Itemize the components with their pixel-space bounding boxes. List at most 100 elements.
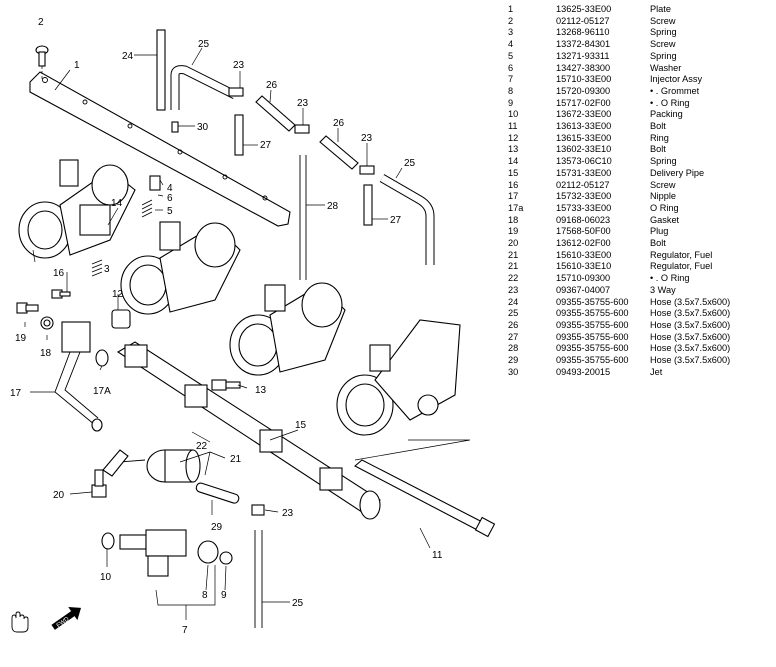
part-description: Plate <box>650 4 671 14</box>
part-number: 15731-33E00 <box>556 167 612 178</box>
spring-3 <box>91 259 103 277</box>
part-ref: 21 <box>508 261 519 272</box>
callout-16: 16 <box>53 268 65 279</box>
part-description: Bolt <box>650 238 666 249</box>
part-number: 15717-02F00 <box>556 97 611 108</box>
part-number: 09367-04007 <box>556 284 611 295</box>
part-number: 15710-09300 <box>556 273 611 284</box>
part-ref: 28 <box>508 343 519 354</box>
hose-26-a <box>255 95 296 132</box>
part-ref: 29 <box>508 355 519 366</box>
part-description: • . Grommet <box>650 85 700 96</box>
part-number: 15710-33E00 <box>556 74 612 85</box>
part-description: Regulator, Fuel <box>650 249 713 260</box>
part-description: Screw <box>650 179 676 190</box>
spring-5 <box>141 199 153 218</box>
part-number: 15610-33E00 <box>556 249 612 260</box>
callout-24: 24 <box>122 51 134 62</box>
part-number: 09493-20015 <box>556 366 611 377</box>
part-number: 09355-35755-600 <box>556 331 629 342</box>
hose-27-b <box>363 184 373 226</box>
callout-13: 13 <box>255 385 267 396</box>
three-way-fittings <box>228 87 375 516</box>
part-ref: 14 <box>508 156 519 167</box>
part-ref: 7 <box>508 74 514 85</box>
part-description: Hose (3.5x7.5x600) <box>650 296 731 307</box>
throttle-body-1 <box>18 159 136 259</box>
part-ref: 27 <box>508 331 519 342</box>
part-number: 13573-06C10 <box>556 156 612 167</box>
part-number: 13372-84301 <box>556 39 611 50</box>
injector-assy <box>101 529 233 577</box>
part-description: Nipple <box>650 191 677 202</box>
part-ref: 8 <box>508 85 514 96</box>
part-description: Injector Assy <box>650 74 703 85</box>
hose-26-b <box>319 135 359 170</box>
part-number: 13615-33E00 <box>556 132 612 143</box>
part-ref: 15 <box>508 167 519 178</box>
part-ref: 3 <box>508 27 514 38</box>
part-description: Packing <box>650 109 683 120</box>
callout-21: 21 <box>230 454 242 465</box>
part-number: 13613-33E00 <box>556 121 612 132</box>
screw-16 <box>51 289 71 299</box>
callout-23-b: 23 <box>297 98 309 109</box>
part-number: 15733-33E00 <box>556 202 612 213</box>
throttle-body-4 <box>336 319 461 436</box>
part-number: 13625-33E00 <box>556 4 612 14</box>
part-ref: 6 <box>508 62 514 73</box>
callout-6: 6 <box>167 193 173 204</box>
part-description: • . O Ring <box>650 273 690 284</box>
part-ref: 20 <box>508 238 519 249</box>
part-ref: 26 <box>508 319 519 330</box>
callout-2: 2 <box>38 17 44 28</box>
parts-row: 23 09367-04007 3 Way <box>508 285 770 297</box>
part-number: 09355-35755-600 <box>556 319 629 330</box>
callout-23-d: 23 <box>282 508 294 519</box>
part-ref: 4 <box>508 39 514 50</box>
callout-11: 11 <box>432 550 443 561</box>
hand-icon <box>11 611 29 633</box>
part-description: 3 Way <box>650 284 676 295</box>
o-ring-17a <box>95 349 109 367</box>
part-description: Spring <box>650 27 677 38</box>
part-ref: 22 <box>508 273 519 284</box>
bolt-20 <box>91 469 107 498</box>
part-ref: 23 <box>508 284 519 295</box>
part-ref: 30 <box>508 366 519 377</box>
part-description: Ring <box>650 132 669 143</box>
plug-19 <box>16 302 39 314</box>
part-number: 09355-35755-600 <box>556 343 629 354</box>
part-description: Gasket <box>650 214 680 225</box>
callout-14: 14 <box>111 198 123 209</box>
part-description: O Ring <box>650 202 679 213</box>
callout-27-b: 27 <box>390 215 402 226</box>
exploded-parts-diagram: 2 1 24 25 23 26 23 26 23 25 30 27 28 27 … <box>10 17 496 636</box>
part-number: 09355-35755-600 <box>556 355 629 366</box>
callout-26-a: 26 <box>266 80 278 91</box>
hose-24 <box>156 29 166 111</box>
part-number: 09355-35755-600 <box>556 308 629 319</box>
callout-5: 5 <box>167 206 173 217</box>
callout-17: 17 <box>10 388 22 399</box>
part-number: 13268-96110 <box>556 27 610 38</box>
part-description: Bolt <box>650 121 666 132</box>
part-description: Hose (3.5x7.5x600) <box>650 331 731 342</box>
callout-1: 1 <box>74 60 80 71</box>
callout-7: 7 <box>182 625 188 636</box>
part-ref: 25 <box>508 308 519 319</box>
hose-28 <box>299 155 307 280</box>
